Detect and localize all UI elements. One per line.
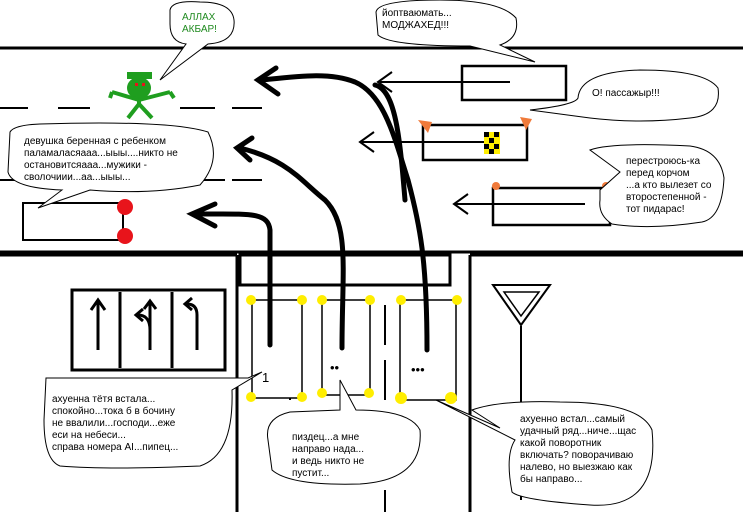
- bubble-passenger-text: О! пассажыр!!!: [592, 88, 660, 99]
- green-man-icon: [108, 72, 176, 120]
- bubble-middle-text: пиздец...а мне направо нада... и ведь ни…: [292, 432, 365, 479]
- bubble-aunt-text: ахуенна тётя встала... спокойно...тока б…: [52, 394, 179, 453]
- lane-arrow-left-icon: [182, 296, 199, 350]
- bubble-pregnant-text: девушка беренная с ребенком паламаласяаа…: [24, 136, 178, 183]
- speech-bubbles: [7, 0, 725, 506]
- car-rebuild: [452, 182, 612, 227]
- bubble-right-text: ахуенно встал...самый удачный ряд...ниче…: [520, 414, 637, 485]
- car-left-label: 1: [262, 370, 270, 385]
- bubble-allah-text: АЛЛАХ АКБАР!: [182, 12, 217, 35]
- car-pregnant: [22, 199, 133, 244]
- road-lines: [0, 46, 743, 512]
- car-trajectories: [186, 65, 430, 353]
- car-left-lane: [246, 295, 307, 402]
- lane-arrows-sign: [70, 288, 227, 372]
- car-right-label: •••: [411, 362, 425, 377]
- car-middle-lane: [317, 295, 375, 398]
- taxi-checker-icon: [484, 132, 500, 154]
- bubble-rebuild-text: перестроюсь-ка перед корчом ...а кто выл…: [626, 156, 712, 215]
- car-middle-label: ••: [330, 360, 340, 375]
- car-taxi: [358, 117, 532, 162]
- bubble-mojahed-text: йоптваюмать... МОДЖАХЕД!!!: [382, 8, 452, 31]
- car-mojahed: [376, 64, 568, 102]
- lane-arrow-straight-left-icon: [133, 298, 158, 350]
- lane-arrow-straight-icon: [89, 297, 107, 350]
